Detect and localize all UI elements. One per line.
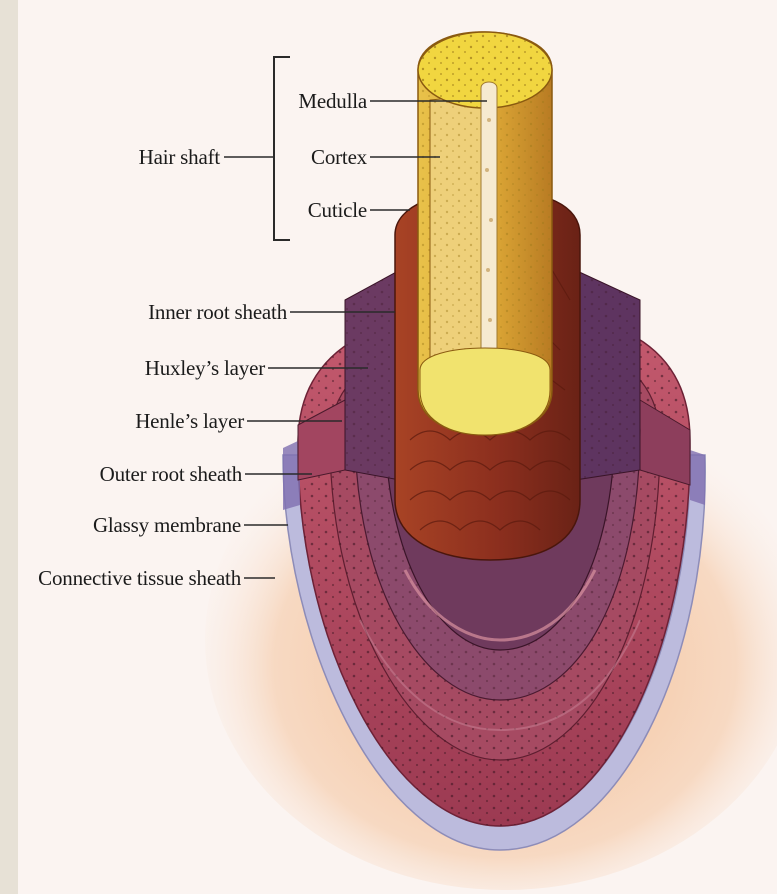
label-cortex: Cortex [275, 145, 367, 169]
label-outer-root-sheath: Outer root sheath [60, 462, 242, 486]
label-inner-root-sheath: Inner root sheath [95, 300, 287, 324]
shaft-bottom-cut [420, 348, 550, 435]
label-hair-shaft: Hair shaft [110, 145, 220, 169]
label-cuticle: Cuticle [275, 198, 367, 222]
medulla-core [481, 82, 497, 380]
label-medulla: Medulla [275, 89, 367, 113]
glassy-stripe-right [690, 450, 705, 505]
label-henles-layer: Henle’s layer [95, 409, 244, 433]
label-huxleys-layer: Huxley’s layer [95, 356, 265, 380]
label-glassy-membrane: Glassy membrane [60, 513, 241, 537]
label-connective-tissue-sheath: Connective tissue sheath [20, 566, 241, 590]
glassy-stripe-left [283, 440, 300, 510]
